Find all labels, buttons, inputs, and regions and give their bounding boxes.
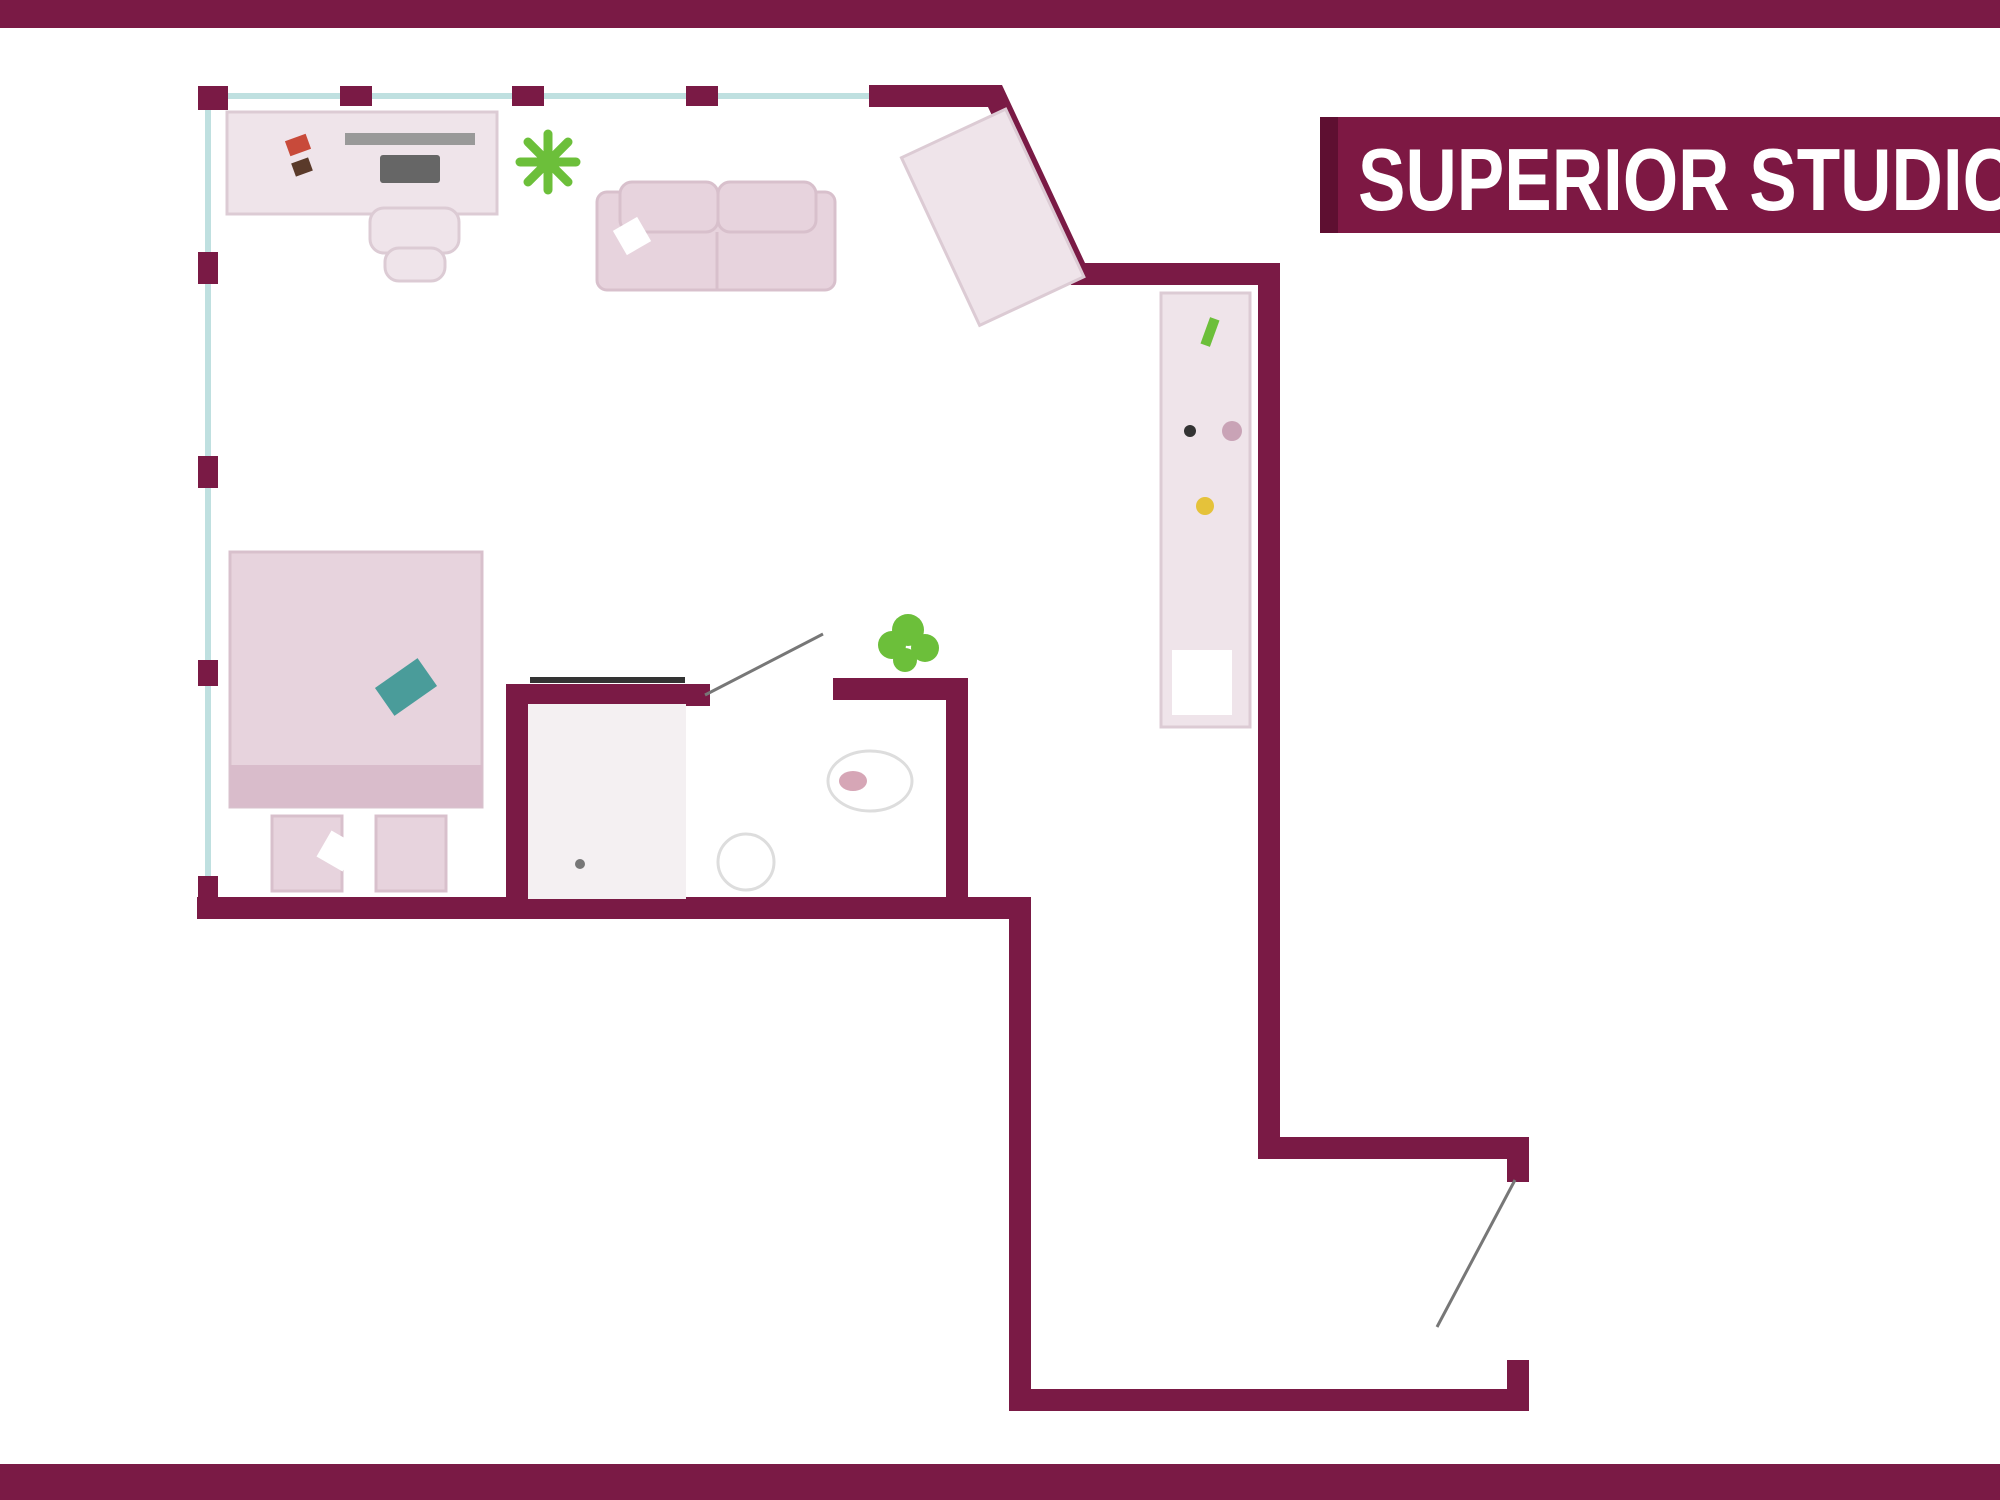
entrance-door-icon[interactable] — [1435, 1179, 1517, 1328]
kitchen-counter-icon — [1159, 291, 1252, 729]
bathroom-door-icon[interactable] — [704, 632, 824, 697]
plant-icon — [878, 614, 939, 672]
sofa-icon — [595, 180, 837, 292]
bathtub-icon — [528, 677, 686, 899]
keyboard-icon — [380, 155, 440, 183]
top-border-bar — [0, 0, 2000, 28]
laptop-icon — [374, 658, 438, 716]
nightstand-icon — [270, 814, 448, 893]
desk-icon — [225, 110, 499, 216]
sink-icon — [716, 832, 776, 892]
office-chair-icon — [368, 206, 461, 283]
monitor-icon — [345, 133, 475, 145]
wardrobe-icon — [899, 107, 1086, 328]
plant-icon — [515, 129, 581, 195]
page-title: SUPERIOR STUDIO — [1358, 130, 2000, 229]
bed-icon — [228, 550, 484, 809]
bottom-border-bar — [0, 1464, 2000, 1500]
walls — [197, 85, 1529, 1411]
title-banner: SUPERIOR STUDIO — [1320, 117, 2000, 233]
toilet-icon — [826, 749, 914, 813]
